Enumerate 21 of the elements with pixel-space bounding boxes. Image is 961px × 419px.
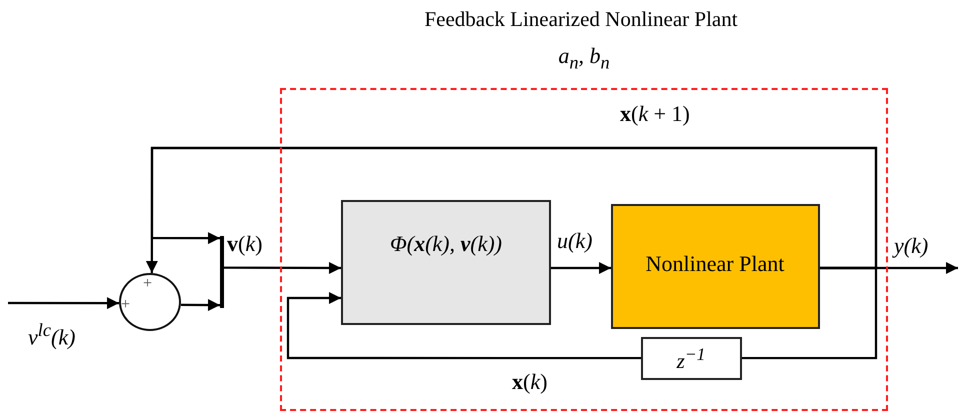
arrow: [286, 292, 641, 360]
plus-sign: +: [143, 275, 152, 293]
block: [341, 200, 551, 325]
block-label: z$^{−1}$: [676, 345, 706, 374]
edge-label: x(k + 1): [620, 102, 690, 126]
edge-label: v(k): [227, 232, 262, 256]
block-label: Φ(x(k), v(k)): [390, 232, 502, 256]
edge-label: x(k): [512, 370, 548, 394]
plus-sign: +: [121, 296, 130, 314]
bus-bar: [220, 236, 224, 308]
parameter-label: a$_{n}$, b$_{n}$: [558, 44, 610, 73]
arrow: [8, 297, 119, 310]
edge-label: u(k): [557, 229, 592, 254]
diagram-title: Feedback Linearized Nonlinear Plant: [424, 8, 738, 32]
edge-label: y(k): [894, 234, 928, 258]
arrow: [551, 262, 611, 274]
plant-block: [611, 204, 820, 329]
block: [641, 337, 742, 380]
block-label: Nonlinear Plant: [646, 252, 784, 276]
edge-label: v$^{lc}$(k): [28, 320, 76, 350]
arrow: [181, 299, 220, 312]
